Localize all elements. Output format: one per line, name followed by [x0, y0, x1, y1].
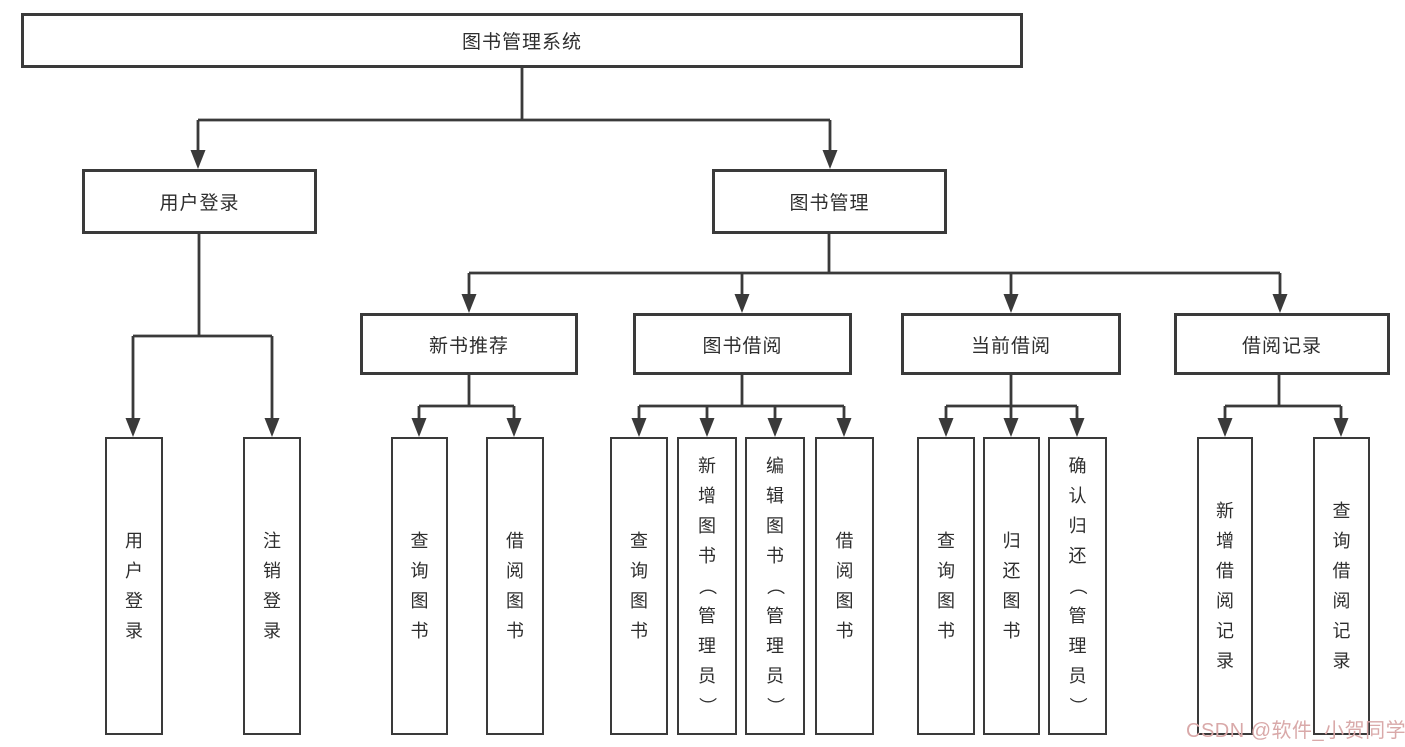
leaf-borrow-query-books: 查询图书	[610, 437, 668, 735]
leaf-current-return-books: 归还图书	[983, 437, 1040, 735]
leaf-record-query-borrow-record: 查询借阅记录	[1313, 437, 1370, 735]
node-label: 图书管理	[789, 193, 870, 214]
leaf-record-add-borrow-record: 新增借阅记录	[1197, 437, 1253, 735]
node-label: 图书管理系统	[461, 32, 582, 53]
node-label: 图书借阅	[702, 335, 783, 357]
leaf-borrow-add-books-admin: 新增图书（管理员）	[677, 437, 737, 735]
leaf-borrow-borrow-books: 借阅图书	[815, 437, 874, 735]
leaf-newbook-borrow-books: 借阅图书	[486, 437, 544, 735]
node-book-borrow: 图书借阅	[633, 313, 852, 375]
leaf-user-login: 用户登录	[105, 437, 163, 735]
leaf-current-query-books: 查询图书	[917, 437, 975, 735]
node-current-borrow: 当前借阅	[901, 313, 1121, 375]
node-book-management: 图书管理	[712, 169, 947, 234]
node-label: 新书推荐	[428, 335, 509, 357]
leaf-current-confirm-return-admin: 确认归还（管理员）	[1048, 437, 1107, 735]
node-label: 当前借阅	[970, 335, 1051, 357]
node-new-book-recommend: 新书推荐	[360, 313, 578, 375]
node-library-system: 图书管理系统	[21, 13, 1023, 68]
node-label: 借阅记录	[1241, 335, 1322, 357]
node-borrow-record: 借阅记录	[1174, 313, 1390, 375]
csdn-watermark: CSDN @软件_小贺同学	[1186, 720, 1405, 742]
leaf-logout: 注销登录	[243, 437, 301, 735]
leaf-borrow-edit-books-admin: 编辑图书（管理员）	[745, 437, 805, 735]
node-user-login: 用户登录	[82, 169, 317, 234]
leaf-newbook-query-books: 查询图书	[391, 437, 448, 735]
node-label: 用户登录	[159, 193, 240, 214]
